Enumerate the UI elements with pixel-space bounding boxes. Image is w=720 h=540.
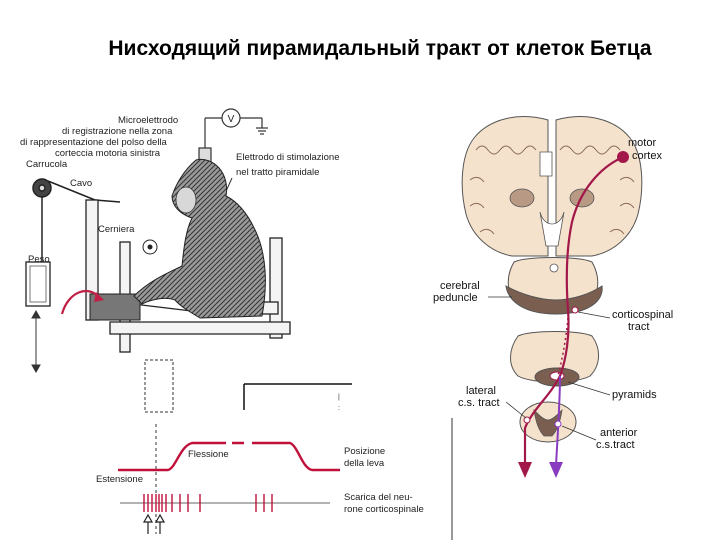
label-flessione: Flessione [188, 449, 229, 460]
label-posizione-2: della leva [344, 458, 385, 469]
neuron-spikes [143, 494, 273, 512]
label-corticospinal: corticospinal [612, 309, 673, 321]
medulla-section [534, 367, 580, 387]
brain-coronal-section [461, 116, 643, 257]
trace-frame [243, 383, 352, 410]
label-scarica-2: rone corticospinale [344, 504, 424, 515]
midbrain-section [505, 257, 603, 315]
svg-text::: : [338, 405, 340, 412]
pulley [32, 178, 121, 262]
label-anterior-cs-tract: c.s.tract [596, 439, 635, 451]
label-stim-electrode-2: nel tratto piramidale [236, 167, 319, 178]
voltmeter-icon [221, 108, 241, 128]
label-pyramids: pyramids [612, 389, 657, 401]
label-cerniera: Cerniera [98, 224, 135, 235]
label-cavo: Cavo [70, 178, 92, 189]
lateral-tract-arrow-icon [518, 462, 532, 478]
label-peduncle: peduncle [433, 292, 478, 304]
label-lateral-cs-tract: c.s. tract [458, 397, 500, 409]
label-peso: Peso [28, 254, 50, 265]
svg-text:|: | [338, 394, 340, 401]
label-microelectrode-3: di rappresentazione del polso della [20, 137, 168, 148]
monkey-figure [133, 158, 266, 319]
label-microelectrode-1: Microelettrodo [118, 115, 178, 126]
label-stim-electrode-1: Elettrodo di stimolazione [236, 152, 340, 163]
label-lateral: lateral [466, 385, 496, 397]
label-microelectrode-4: corteccia motoria sinistra [55, 148, 161, 159]
label-motor: motor [628, 137, 656, 149]
vertical-arrow-icon [31, 309, 41, 374]
label-anterior: anterior [600, 427, 638, 439]
stimulus-arrows [142, 513, 166, 534]
label-cerebral: cerebral [440, 280, 480, 292]
pons-section [510, 331, 599, 383]
anterior-corticospinal-tract [555, 375, 561, 466]
label-scarica-1: Scarica del neu- [344, 492, 413, 503]
voltmeter-symbol: V [228, 114, 235, 125]
label-carrucola: Carrucola [26, 159, 68, 170]
label-microelectrode-2: di registrazione nella zona [62, 126, 173, 137]
weight-outline [144, 359, 174, 413]
label-cortex: cortex [632, 150, 662, 162]
lateral-corticospinal-tract [523, 157, 622, 465]
label-estensione: Estensione [96, 474, 143, 485]
label-tract: tract [628, 321, 649, 333]
label-posizione-1: Posizione [344, 446, 385, 457]
slide-title: Нисходящий пирамидальный тракт от клеток… [108, 37, 652, 60]
betz-cell-body [617, 151, 629, 163]
anterior-tract-arrow-icon [549, 462, 563, 478]
lever-position-trace [118, 441, 340, 472]
